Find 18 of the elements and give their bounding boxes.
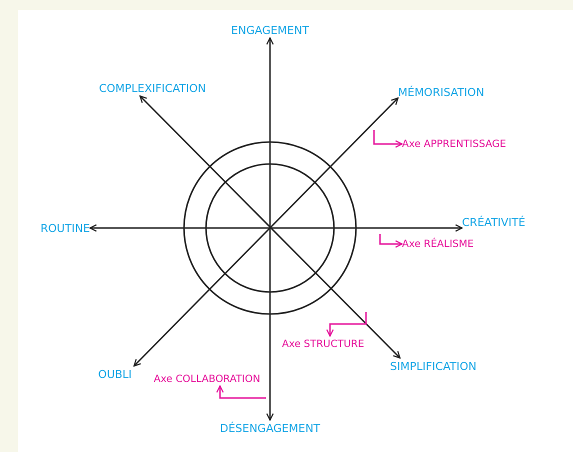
axis-end-label: CRÉATIVITÉ: [462, 214, 552, 230]
axis-end-label: ROUTINE: [28, 220, 90, 236]
axis-name-label: Axe STRUCTURE: [282, 336, 372, 352]
axis-end-label: OUBLI: [90, 366, 140, 382]
axis-name-label: Axe RÉALISME: [402, 236, 502, 252]
pointer-arrow: [326, 312, 367, 337]
axis-end-label: MÉMORISATION: [398, 84, 510, 100]
axis-end-label: SIMPLIFICATION: [390, 358, 515, 374]
axis-name-label: Axe APPRENTISSAGE: [402, 136, 532, 152]
axis-end-label: ENGAGEMENT: [218, 22, 322, 38]
pointer-arrow: [373, 130, 403, 148]
axis-end-label: COMPLEXIFICATION: [85, 80, 220, 96]
axis-end-label: DÉSENGAGEMENT: [210, 420, 330, 436]
axis-name-label: Axe COLLABORATION: [150, 372, 264, 386]
axis-arrow: [266, 37, 274, 421]
pointer-arrow: [216, 385, 266, 399]
axis-arrow: [89, 224, 463, 232]
pointer-arrow: [379, 234, 403, 248]
